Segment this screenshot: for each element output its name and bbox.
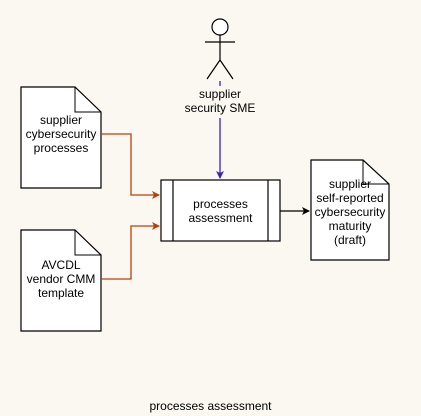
process-box (160, 179, 281, 242)
arrow-template-to-assessment (101, 222, 160, 280)
doc-template-label: AVCDL vendor CMM template (26, 258, 96, 300)
arrow-processes-to-assessment (101, 133, 160, 199)
doc-processes-label: supplier cybersecurity processes (25, 113, 97, 155)
actor-label: supplier security SME (165, 86, 275, 116)
doc-output-label: supplier self-reported cybersecurity mat… (314, 177, 386, 247)
process-label: processes assessment (188, 197, 253, 225)
actor-figure (205, 18, 235, 80)
doc-output-shape (310, 159, 390, 261)
diagram-caption: processes assessment (149, 399, 272, 413)
